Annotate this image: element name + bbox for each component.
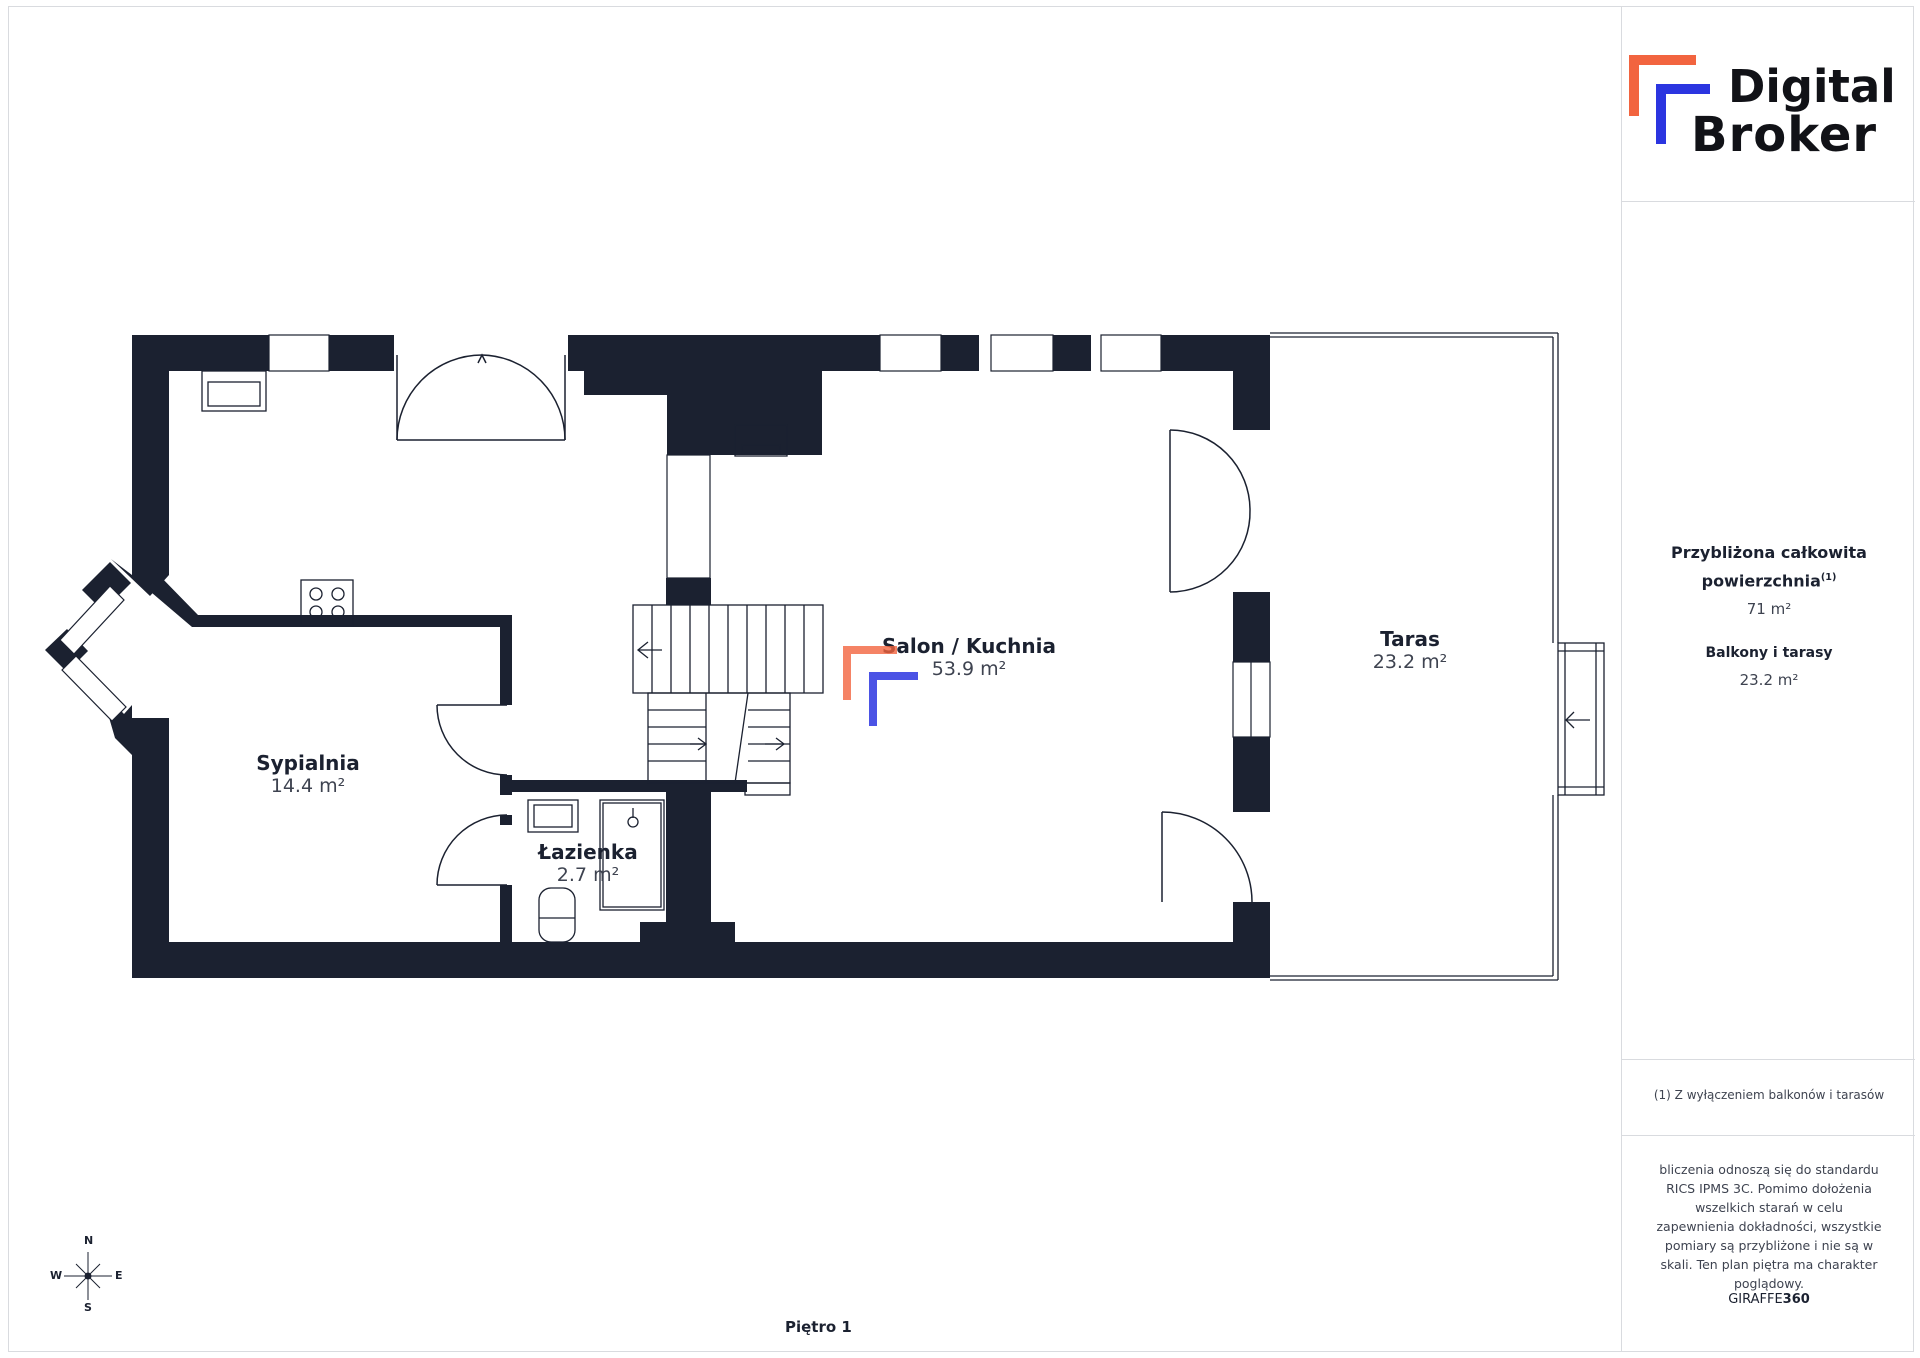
compass-west: W (50, 1269, 63, 1282)
compass (64, 1252, 112, 1300)
room-unit: m² (319, 775, 346, 797)
room-unit: m² (980, 658, 1007, 680)
stairs (632, 604, 824, 796)
room-salon-kuchnia: Salon / Kuchnia 53.9 m² (882, 634, 1056, 680)
room-taras: Taras 23.2 m² (1373, 627, 1447, 673)
compass-north: N (84, 1234, 94, 1247)
compass-south: S (84, 1301, 92, 1314)
room-lazienka: Łazienka 2.7 m² (538, 840, 637, 886)
room-area: 53.9 (931, 658, 975, 680)
disclaimer-text: bliczenia odnoszą się do standardu RICS … (1656, 1162, 1882, 1291)
credit-suffix: 360 (1782, 1292, 1810, 1307)
brand-logo-icon (1629, 55, 1710, 144)
total-area-title-line1: Przybliżona całkowita (1671, 543, 1867, 562)
windows (59, 334, 1271, 738)
footnote-panel: (1) Z wyłączeniem balkonów i tarasów (1621, 1060, 1915, 1136)
credit-prefix: GIRAFFE (1728, 1292, 1783, 1307)
room-sypialnia: Sypialnia 14.4 m² (256, 751, 360, 797)
doors (396, 353, 1253, 903)
balcony-area-title: Balkony i tarasy (1705, 645, 1833, 661)
area-summary-panel: Przybliżona całkowita powierzchnia(1) 71… (1621, 202, 1915, 1060)
room-unit: m² (1421, 651, 1448, 673)
credit: GIRAFFE360 (1622, 1292, 1916, 1307)
toilet (538, 887, 576, 943)
room-name: Taras (1380, 627, 1440, 651)
walls (45, 335, 1270, 978)
shower (599, 799, 665, 911)
kitchen-sink (201, 370, 267, 412)
floor-label: Piętro 1 (785, 1318, 852, 1336)
page-frame (8, 6, 1914, 1352)
total-area-value: 71 m² (1746, 600, 1792, 618)
room-area: 14.4 (270, 775, 314, 797)
room-area: 23.2 (1372, 651, 1416, 673)
fixtures (201, 370, 788, 943)
room-name: Łazienka (538, 840, 638, 864)
room-name: Sypialnia (256, 751, 360, 775)
floor-plan (45, 332, 1605, 1300)
room-unit: m² (593, 864, 620, 886)
compass-east: E (115, 1269, 123, 1282)
total-area-title: Przybliżona całkowita powierzchnia(1) (1622, 540, 1916, 593)
disclaimer-panel: bliczenia odnoszą się do standardu RICS … (1621, 1136, 1915, 1352)
room-area: 2.7 (556, 864, 588, 886)
footnote-text: (1) Z wyłączeniem balkonów i tarasów (1653, 1088, 1885, 1102)
total-area-title-line2: powierzchnia (1701, 571, 1821, 591)
room-name: Salon / Kuchnia (881, 634, 1057, 658)
bathroom-sink (527, 799, 579, 833)
brand-name-line2: Broker (1691, 107, 1878, 163)
footnote-marker: (1) (1820, 572, 1837, 583)
cooktop (300, 579, 354, 627)
logo-panel: Digital Broker (1621, 6, 1915, 202)
brand-name-line1: Digital (1728, 60, 1896, 113)
balcony-area-value: 23.2 m² (1739, 671, 1799, 689)
terrace (1270, 332, 1605, 981)
watermark-logo-icon (843, 646, 918, 726)
oven (734, 424, 788, 457)
